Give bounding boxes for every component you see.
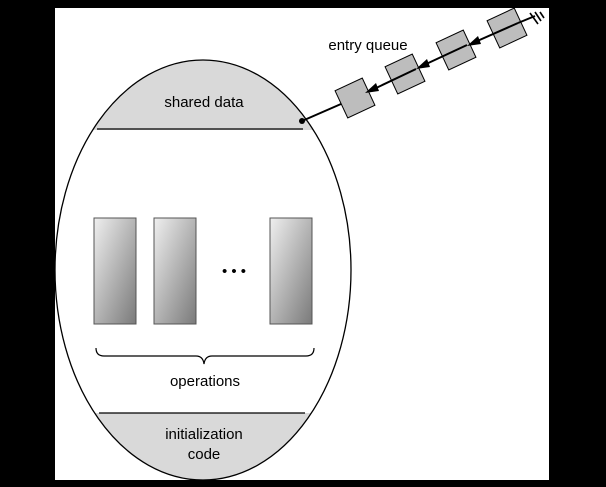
queue-node bbox=[334, 77, 376, 119]
initialization-label-line1: initialization bbox=[165, 426, 243, 443]
queue-link bbox=[474, 22, 519, 43]
ground-icon bbox=[529, 11, 545, 25]
queue-link bbox=[423, 44, 468, 66]
operations-label: operations bbox=[170, 373, 240, 390]
queue-arrowhead bbox=[467, 36, 481, 46]
operation-block bbox=[93, 217, 137, 325]
operation-block bbox=[153, 217, 197, 325]
initialization-label-line2: code bbox=[188, 446, 221, 463]
shared-data-label: shared data bbox=[164, 94, 244, 111]
ellipsis-dots: • • • bbox=[222, 263, 246, 280]
queue-arrowhead bbox=[365, 83, 379, 93]
shared-data-section bbox=[55, 60, 351, 130]
operations-brace bbox=[95, 347, 315, 365]
queue-arrowhead bbox=[416, 59, 430, 69]
monitor-outline bbox=[54, 59, 352, 481]
operation-block bbox=[269, 217, 313, 325]
queue-connector bbox=[301, 103, 342, 122]
queue-link bbox=[373, 68, 417, 90]
entry-queue-label: entry queue bbox=[328, 37, 407, 54]
